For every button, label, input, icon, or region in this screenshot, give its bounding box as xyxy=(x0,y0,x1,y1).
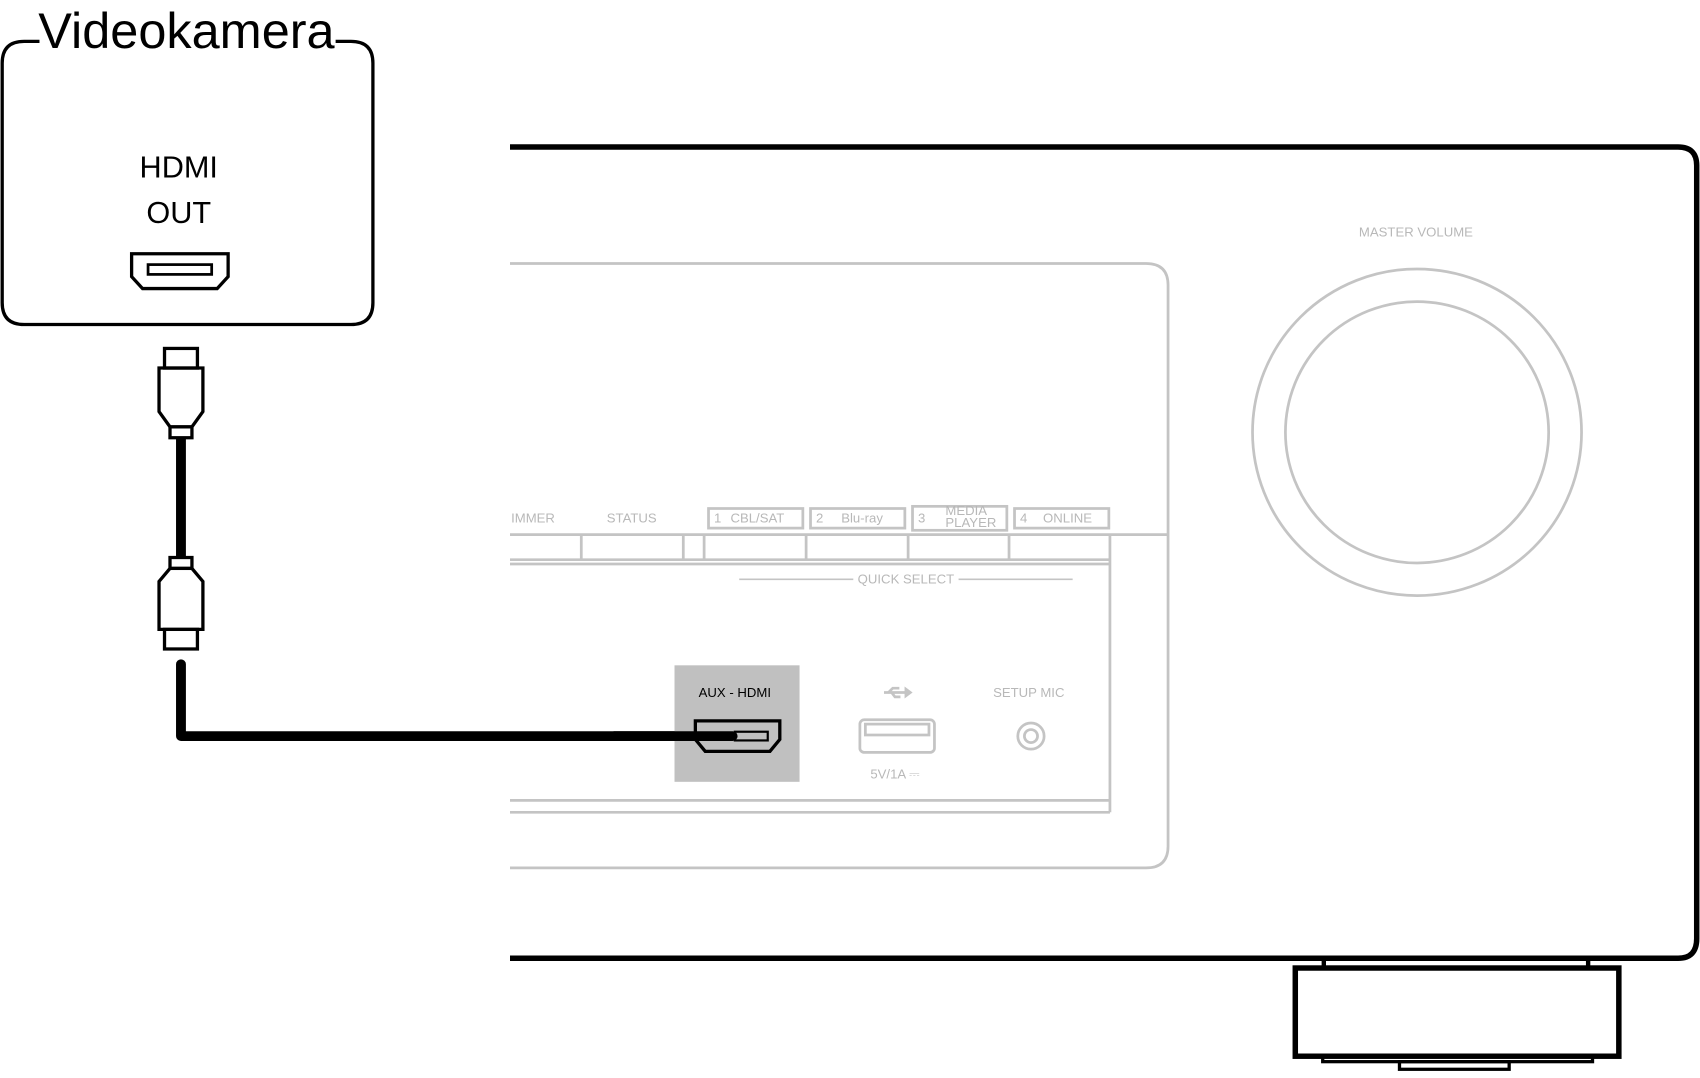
quick-select-1[interactable] xyxy=(707,507,805,530)
svg-text:Blu-ray: Blu-ray xyxy=(841,511,883,526)
button-label-status: STATUS xyxy=(607,511,657,526)
usb-port xyxy=(858,718,936,754)
hdmi-port-slot xyxy=(146,263,214,276)
master-volume-label: MASTER VOLUME xyxy=(1359,224,1473,239)
setup-mic-jack-icon xyxy=(1016,721,1046,751)
svg-text:4: 4 xyxy=(1020,511,1027,526)
receiver-foot xyxy=(1292,958,1622,1071)
button-label-dimmer: IMMER xyxy=(511,511,555,526)
front-panel xyxy=(509,262,1170,870)
hdmi-plug-top-icon xyxy=(157,366,205,429)
hdmi-out-port-icon xyxy=(129,252,230,291)
quick-select-3[interactable] xyxy=(911,504,1009,532)
videocamera-device: Videokamera HDMI OUT xyxy=(0,2,375,327)
usb-rating: 5V/1A ⎓ xyxy=(870,767,919,782)
device-title: Videokamera xyxy=(38,2,334,59)
svg-text:MEDIA: MEDIA xyxy=(945,503,987,518)
svg-text:2: 2 xyxy=(816,511,823,526)
svg-text:1: 1 xyxy=(714,511,721,526)
setup-mic-label: SETUP MIC xyxy=(993,685,1064,700)
port-label-out: OUT xyxy=(146,196,211,230)
av-receiver: IMMER STATUS 1 CBL/SAT 2 Blu-ray 3 MEDIA… xyxy=(509,144,1700,1071)
usb-icon xyxy=(883,686,913,699)
quick-select-buttons: 1 CBL/SAT 2 Blu-ray 3 MEDIA PLAYER 4 ONL… xyxy=(707,503,1111,532)
quick-select-2[interactable] xyxy=(809,507,907,530)
master-volume-knob[interactable] xyxy=(1251,267,1583,597)
receiver-outline xyxy=(509,144,1700,961)
svg-text:PLAYER: PLAYER xyxy=(945,515,996,530)
svg-text:CBL/SAT: CBL/SAT xyxy=(730,511,784,526)
hdmi-cable xyxy=(157,346,738,741)
quick-select-4[interactable] xyxy=(1013,507,1111,530)
hdmi-plug-tip-icon xyxy=(162,346,200,370)
device-outline xyxy=(0,39,375,327)
svg-text:ONLINE: ONLINE xyxy=(1043,511,1092,526)
hdmi-plug-bottom-icon xyxy=(157,566,205,632)
aux-hdmi-label: AUX - HDMI xyxy=(699,685,771,700)
svg-text:3: 3 xyxy=(918,511,925,526)
port-label-hdmi: HDMI xyxy=(140,151,218,185)
quick-select-label: QUICK SELECT xyxy=(858,572,955,587)
